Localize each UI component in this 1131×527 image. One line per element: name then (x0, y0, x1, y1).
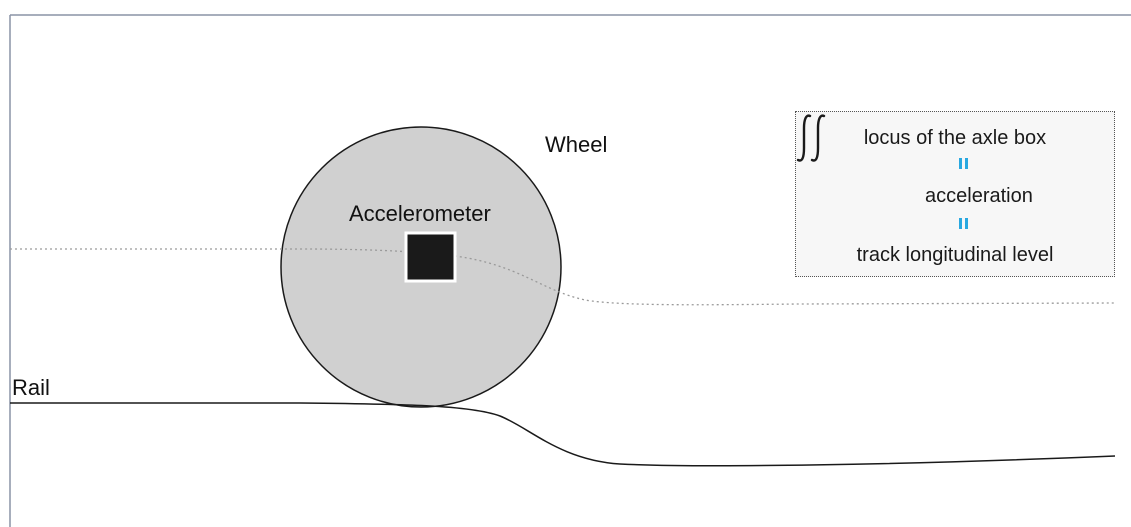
accelerometer-box (404, 231, 457, 283)
legend-box: locus of the axle box acceleration track… (795, 111, 1115, 277)
accelerometer-label: Accelerometer (349, 201, 491, 226)
legend-track-level-text: track longitudinal level (856, 244, 1054, 266)
double-integral-icon (796, 114, 826, 162)
wheel-label: Wheel (545, 132, 608, 157)
equals-sign-top (959, 158, 969, 170)
rail-line (10, 402, 1116, 467)
rail-label: Rail (12, 375, 50, 400)
axle-box-locus-line (10, 248, 1116, 306)
legend-acceleration-text: acceleration (925, 185, 1033, 207)
legend-locus-text: locus of the axle box (863, 127, 1047, 149)
equals-sign-bottom (959, 218, 969, 230)
